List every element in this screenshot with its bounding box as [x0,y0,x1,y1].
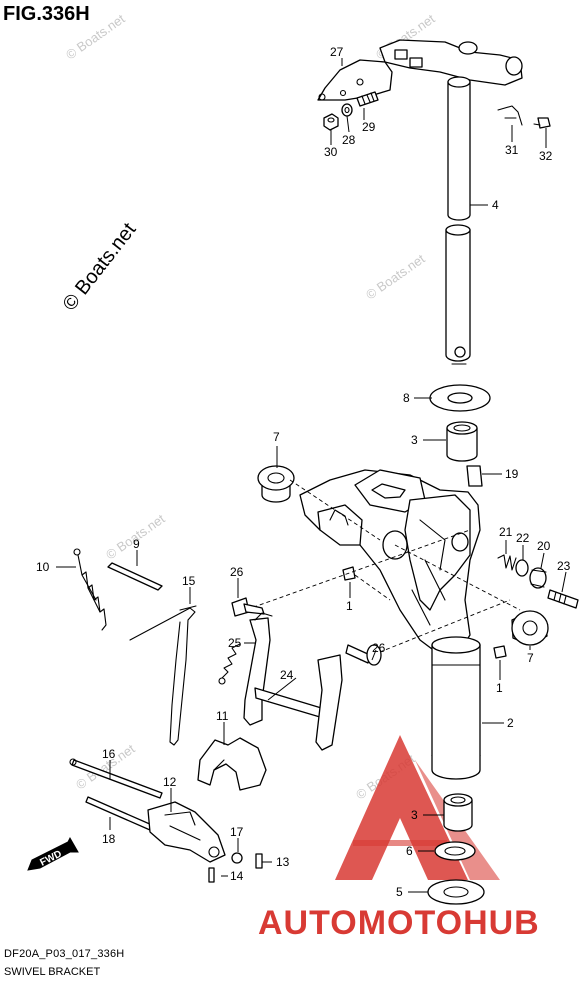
callout-24: 24 [280,668,294,682]
pad-19 [466,465,483,487]
bushing-3-lower [443,793,473,832]
pin-14 [208,867,215,883]
washer-5 [427,879,485,905]
bushing-7-right [511,610,549,646]
shaft-18 [85,796,153,831]
lock-arm-12 [147,801,226,863]
callout-numbers: 27 29 28 30 31 32 4 8 3 19 7 21 22 20 23… [36,45,571,899]
bushing-7-left [257,465,295,503]
callout-32: 32 [539,149,553,163]
figure-code: DF20A_P03_017_336H [4,948,125,960]
grease-nipple-1-right [493,645,507,659]
bolt-29 [356,91,379,107]
pin-9 [107,562,163,591]
callout-28: 28 [342,133,356,147]
callout-13: 13 [276,855,290,869]
washer-17 [231,852,243,864]
callout-4: 4 [492,198,499,212]
tilt-rod-15 [129,605,197,746]
callout-29: 29 [362,120,376,134]
callout-19: 19 [505,467,519,481]
callout-2: 2 [507,716,514,730]
callout-26-upper: 26 [230,565,244,579]
callout-3-lower: 3 [411,808,418,822]
callout-10: 10 [36,560,50,574]
callout-26-lower: 26 [372,641,386,655]
callout-30: 30 [324,145,338,159]
callout-25: 25 [228,636,242,650]
bushing-20 [529,567,547,589]
callout-1-right: 1 [496,681,503,695]
callout-12: 12 [163,775,177,789]
callout-1-left: 1 [346,599,353,613]
leader-lines [56,58,567,893]
bolt-32 [533,117,551,129]
washer-6 [434,841,476,861]
spring-10 [73,548,107,631]
callout-5: 5 [396,885,403,899]
callout-3-upper: 3 [411,433,418,447]
bushing-3-upper [446,421,478,462]
figure-caption: SWIVEL BRACKET [4,966,101,978]
watermark-text: © Boats.net [363,251,428,303]
callout-22: 22 [516,531,530,545]
assembly-lines [239,479,521,661]
brand-wordmark: AUTOMOTOHUB [258,904,540,942]
callout-8: 8 [403,391,410,405]
steering-bracket-27 [317,39,523,101]
washer-8 [429,384,491,412]
washer-22 [515,559,529,577]
nut-30 [323,113,339,131]
pin-13 [255,853,263,869]
callout-7-right: 7 [527,651,534,665]
washer-28 [341,103,353,117]
watermark-main: © Boats.net [59,219,141,315]
callout-9: 9 [133,537,140,551]
callout-17: 17 [230,825,244,839]
brand-text: AUTOMOTOHUB [258,904,540,942]
callout-23: 23 [557,559,571,573]
callout-6: 6 [406,844,413,858]
callout-14: 14 [230,869,244,883]
fwd-label: FWD [38,849,63,869]
callout-31: 31 [505,143,519,157]
spring-21 [497,554,517,571]
bolt-26-upper [231,597,265,617]
callout-27: 27 [330,45,344,59]
figure-title: FIG.336H [3,3,90,25]
callout-16: 16 [102,747,116,761]
steering-shaft-4 [445,76,471,365]
callout-20: 20 [537,539,551,553]
callout-18: 18 [102,832,116,846]
bolt-23 [547,589,579,609]
lock-lever-11 [197,737,267,791]
callout-15: 15 [182,574,196,588]
callout-21: 21 [499,525,513,539]
callout-7-left: 7 [273,430,280,444]
clip-31 [497,105,523,126]
fwd-arrow: FWD [27,836,79,871]
callout-11: 11 [216,709,229,723]
spring-25 [218,643,241,685]
shaft-16 [69,758,163,799]
